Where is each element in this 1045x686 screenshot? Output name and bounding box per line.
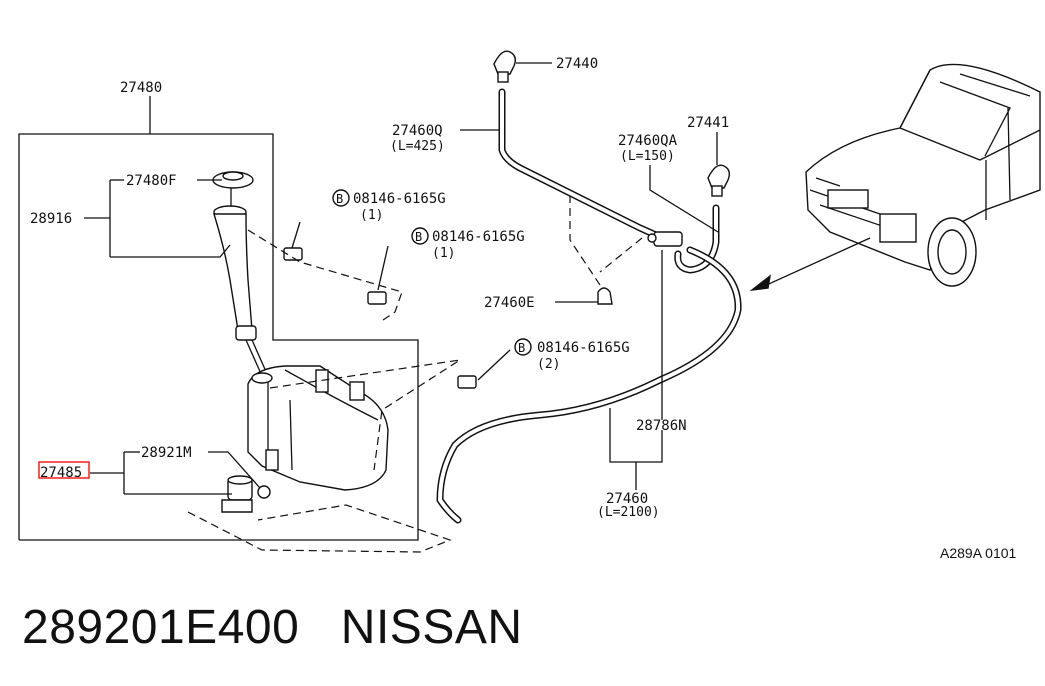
- callout-27460QA: 27460QA: [618, 133, 678, 149]
- leader-lines: [84, 62, 719, 495]
- callout-28786N: 28786N: [636, 418, 687, 434]
- filler-neck-icon: [213, 205, 269, 377]
- tank-assembly-frame: [18, 96, 419, 541]
- callout-bolt-1: 08146-6165G: [353, 191, 446, 207]
- vehicle-front-icon: [749, 63, 1041, 292]
- callout-27480F: 27480F: [126, 173, 177, 189]
- highlight-box: [38, 461, 90, 479]
- washer-nozzle-icon-right: [707, 164, 731, 197]
- callout-27460-length: (L=2100): [597, 505, 660, 520]
- filler-cap-icon: [212, 171, 254, 210]
- callout-27440: 27440: [556, 56, 598, 72]
- callout-27460: 27460: [606, 491, 648, 507]
- callout-labels: 27480 27480F 28916 B 08146-6165G (1) B 0…: [30, 56, 729, 520]
- callout-bolt-3-qty: (2): [537, 357, 560, 372]
- callout-27480: 27480: [120, 80, 162, 96]
- bolt-symbol-2: B: [415, 230, 422, 244]
- washer-pump-icon: [221, 475, 271, 513]
- callout-bolt-1-qty: (1): [360, 208, 383, 223]
- bolt-icon-3: [457, 349, 511, 389]
- callout-bolt-2: 08146-6165G: [432, 229, 525, 245]
- hose-connector-icon: [597, 287, 613, 305]
- part-number: 289201E400: [22, 601, 300, 654]
- callout-bolt-2-qty: (1): [432, 246, 455, 261]
- callout-27441: 27441: [687, 115, 729, 131]
- callout-27460Q-length: (L=425): [390, 139, 445, 154]
- callout-27460E: 27460E: [484, 295, 535, 311]
- brand-name: NISSAN: [340, 601, 523, 654]
- callout-27460QA-length: (L=150): [620, 149, 675, 164]
- callout-27485-highlighted: 27485: [40, 465, 82, 481]
- callout-28921M: 28921M: [141, 445, 192, 461]
- washer-hose-27460-main: [436, 246, 742, 524]
- callout-27460Q: 27460Q: [392, 123, 443, 139]
- bolt-icon-2: [367, 245, 389, 305]
- bolt-symbol-3: B: [518, 341, 525, 355]
- check-valve-icon: [647, 231, 683, 247]
- washer-nozzle-icon-left: [493, 50, 517, 83]
- callout-bolt-3: 08146-6165G: [537, 340, 630, 356]
- washer-tank-icon: [247, 365, 389, 491]
- bolt-symbol-1: B: [336, 192, 343, 206]
- diagram-code: A289A 0101: [940, 545, 1017, 561]
- washer-hose-27460QA: [674, 204, 720, 274]
- bolt-icon-1: [283, 221, 303, 261]
- mounting-guide-lines: [187, 195, 643, 553]
- callout-28916: 28916: [30, 211, 72, 227]
- washer-hose-27460Q: [498, 88, 662, 240]
- part-title: 289201E400 NISSAN: [22, 600, 523, 655]
